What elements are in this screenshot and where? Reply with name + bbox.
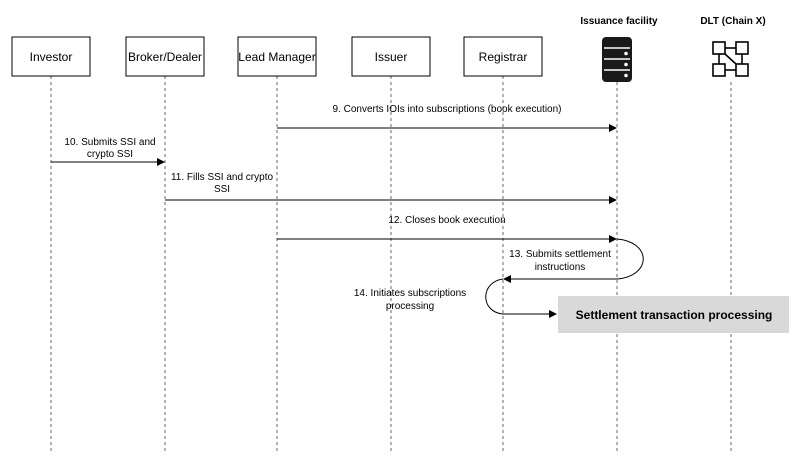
blockchain-icon: [712, 41, 749, 77]
actor-investor: Investor: [11, 36, 91, 77]
message-14-text-line1: 14. Initiates subscriptions: [354, 288, 466, 299]
message-10: 10. Submits SSI and crypto SSI: [51, 137, 165, 166]
issuance-facility-header: Issuance facility: [580, 16, 658, 27]
actor-registrar-label: Registrar: [479, 50, 528, 64]
actor-registrar: Registrar: [463, 36, 543, 77]
actor-broker: Broker/Dealer: [125, 36, 205, 77]
message-14-text-line2: processing: [386, 301, 434, 312]
message-10-text-line1: 10. Submits SSI and: [64, 137, 155, 148]
database-icon: [602, 37, 632, 82]
message-11-text-line2: SSI: [214, 184, 230, 195]
actor-issuer: Issuer: [351, 36, 431, 77]
message-13-text-line1: 13. Submits settlement: [509, 249, 611, 260]
message-9: 9. Converts IOIs into subscriptions (boo…: [277, 104, 617, 132]
message-10-text-line2: crypto SSI: [87, 149, 133, 160]
settlement-process-box: Settlement transaction processing: [558, 296, 789, 333]
dlt-header: DLT (Chain X): [700, 16, 765, 27]
lifelines: [50, 76, 732, 452]
message-9-text: 9. Converts IOIs into subscriptions (boo…: [333, 104, 562, 115]
actor-issuer-label: Issuer: [375, 50, 408, 64]
actor-lead-manager-label: Lead Manager: [238, 50, 315, 64]
message-12-text: 12. Closes book execution: [388, 215, 505, 226]
message-13: 13. Submits settlement instructions: [503, 238, 644, 283]
message-12: 12. Closes book execution: [277, 215, 617, 243]
actor-investor-label: Investor: [30, 50, 73, 64]
message-11: 11. Fills SSI and crypto SSI: [165, 172, 617, 204]
actor-broker-label: Broker/Dealer: [128, 50, 202, 64]
settlement-process-label: Settlement transaction processing: [576, 308, 773, 322]
message-11-text-line1: 11. Fills SSI and crypto: [171, 172, 274, 183]
message-13-text-line2: instructions: [535, 262, 586, 273]
message-14: 14. Initiates subscriptions processing: [354, 278, 557, 318]
actor-lead-manager: Lead Manager: [237, 36, 317, 77]
